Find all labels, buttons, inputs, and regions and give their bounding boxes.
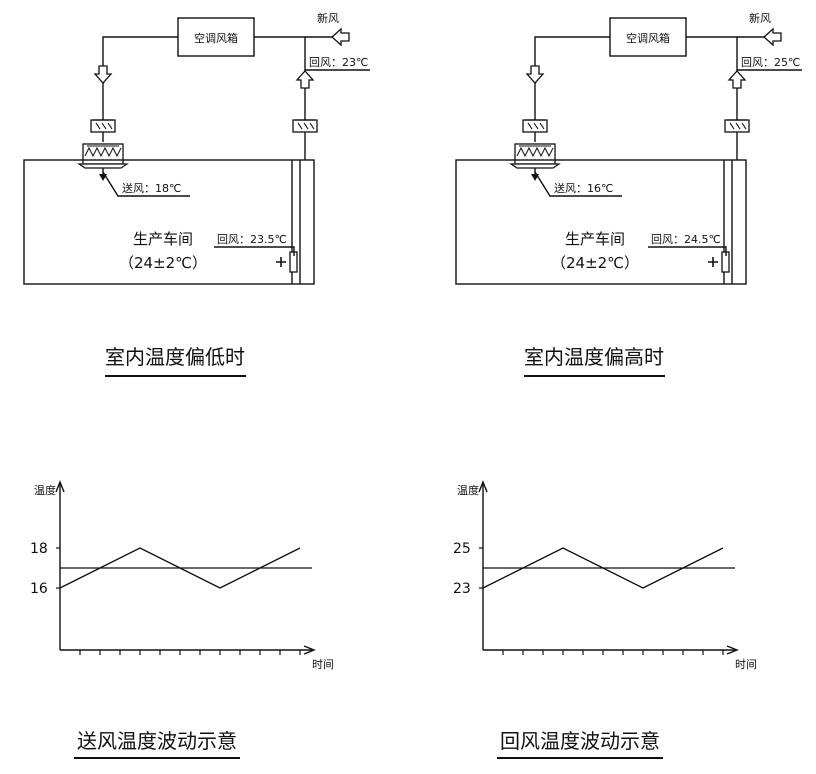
return-direction-icon — [296, 70, 314, 89]
return-duct — [254, 36, 306, 160]
return-room-leader — [214, 246, 295, 256]
fresh-air-inlet-icon — [331, 28, 350, 46]
panel-caption: 室内温度偏低时 — [105, 345, 245, 369]
supply-air-label: 送风：18℃ — [122, 181, 181, 195]
plus-marker-icon — [276, 257, 286, 267]
y-axis-label: 温度 — [457, 483, 479, 497]
x-ticks — [502, 650, 724, 655]
series-line — [59, 547, 301, 589]
room-name: 生产车间 — [133, 230, 193, 248]
production-room — [23, 159, 315, 285]
return-damper-icon — [724, 119, 750, 133]
supply-duct — [534, 36, 610, 142]
return-duct — [686, 36, 738, 160]
supply-direction-icon — [526, 65, 544, 84]
x-axis-arrow-icon — [303, 645, 316, 655]
schematic-low-temp: 空调风箱 新风 回风：23℃ 送风：18℃ 生产车间 （24±2℃） 回风：23 — [23, 11, 370, 377]
x-axis-label: 时间 — [735, 658, 757, 671]
supply-leader — [534, 171, 622, 197]
supply-direction-icon — [94, 65, 112, 84]
chart-caption: 回风温度波动示意 — [500, 729, 660, 753]
room-name: 生产车间 — [565, 230, 625, 248]
y-tick-label: 23 — [453, 581, 471, 597]
supply-duct — [102, 36, 178, 142]
return-direction-icon — [728, 70, 746, 89]
fresh-air-inlet-icon — [763, 28, 782, 46]
supply-air-label: 送风：16℃ — [554, 181, 613, 195]
return-air-top-label: 回风：25℃ — [741, 56, 800, 69]
y-axis-arrow-icon — [55, 480, 65, 493]
supply-diffuser-icon — [510, 143, 560, 169]
y-axis-arrow-icon — [478, 480, 488, 493]
schematic-high-temp: 空调风箱 新风 回风：25℃ 送风：16℃ 生产车间 （24±2℃） 回风：24… — [455, 11, 802, 377]
room-setpoint: （24±2℃） — [119, 254, 207, 272]
plus-marker-icon — [708, 257, 718, 267]
return-air-top-label: 回风：23℃ — [309, 56, 368, 69]
supply-diffuser-icon — [78, 143, 128, 169]
ahu-box — [609, 17, 687, 57]
series-line — [482, 547, 724, 589]
x-ticks — [79, 650, 301, 655]
fresh-air-label: 新风 — [317, 11, 339, 25]
y-axis-label: 温度 — [34, 483, 56, 497]
supply-leader — [102, 171, 190, 197]
supply-damper-icon — [522, 119, 548, 133]
return-damper-icon — [292, 119, 318, 133]
y-tick-label: 25 — [453, 541, 471, 557]
supply-temp-chart: 温度 时间 18 16 送风温度波动示意 — [30, 480, 334, 759]
room-setpoint: （24±2℃） — [551, 254, 639, 272]
return-room-leader — [648, 246, 727, 256]
return-temp-chart: 温度 时间 25 23 回风温度波动示意 — [453, 480, 757, 759]
x-axis-label: 时间 — [312, 658, 334, 671]
chart-caption: 送风温度波动示意 — [77, 729, 237, 753]
ahu-label: 空调风箱 — [194, 31, 238, 45]
production-room — [455, 159, 747, 285]
return-air-room-label: 回风：24.5℃ — [651, 233, 721, 246]
x-axis-arrow-icon — [726, 645, 739, 655]
y-tick-label: 16 — [30, 581, 48, 597]
supply-damper-icon — [90, 119, 116, 133]
panel-caption: 室内温度偏高时 — [524, 345, 664, 369]
fresh-air-label: 新风 — [749, 11, 771, 25]
y-tick-label: 18 — [30, 541, 48, 557]
return-air-room-label: 回风：23.5℃ — [217, 233, 287, 246]
ahu-label: 空调风箱 — [626, 31, 670, 45]
